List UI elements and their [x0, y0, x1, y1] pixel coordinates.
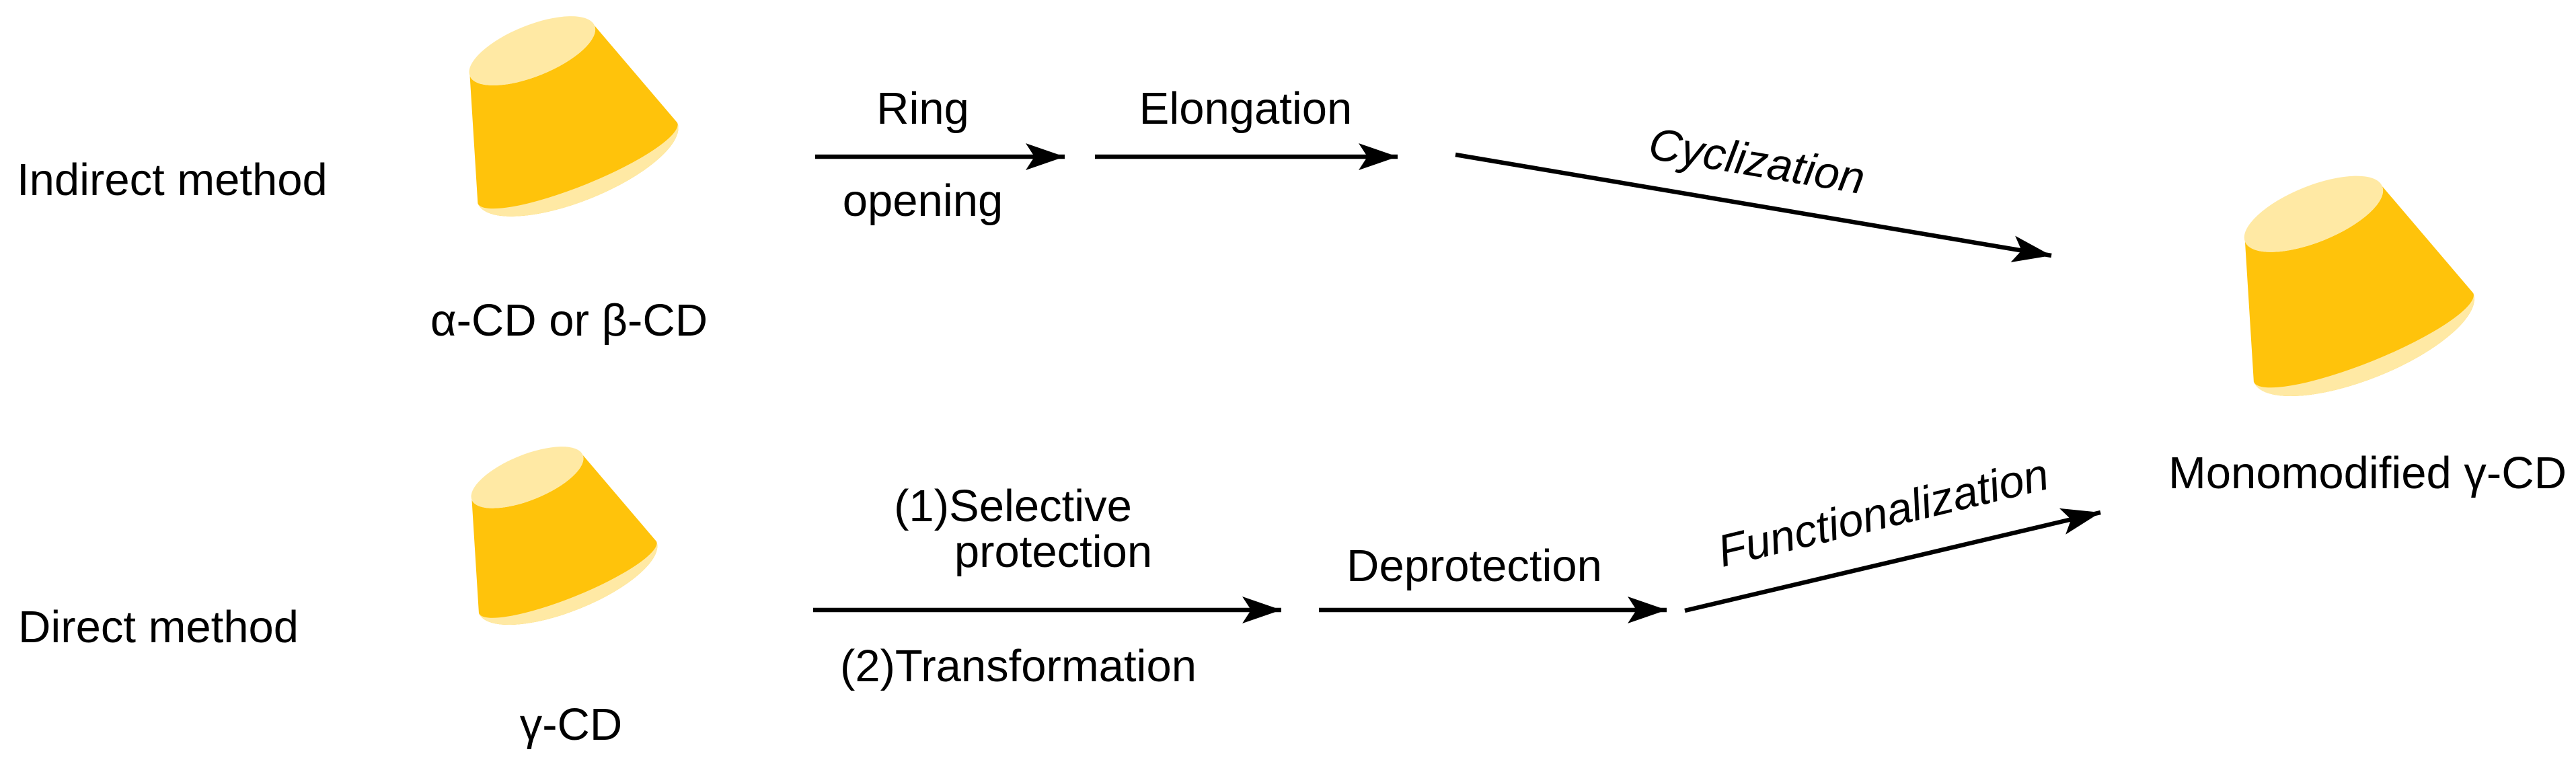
- elongation-label: Elongation: [1139, 83, 1353, 135]
- gamma-cyclodextrin-cone-icon: [430, 420, 669, 645]
- ring-opening-label-line1: Ring: [876, 83, 969, 135]
- gamma-cd-label: γ-CD: [519, 699, 623, 751]
- monomodified-cyclodextrin-cone-icon: [2193, 143, 2489, 420]
- indirect-method-label: Indirect method: [17, 155, 328, 206]
- ring-opening-label-line2: opening: [842, 176, 1003, 227]
- deprotection-label: Deprotection: [1347, 541, 1602, 592]
- cyclization-arrow: [1455, 152, 2052, 263]
- functionalization-arrow: [1684, 508, 2101, 613]
- direct-method-label: Direct method: [18, 602, 299, 653]
- alpha-beta-cd-label: α-CD or β-CD: [430, 295, 708, 346]
- selective-protection-label-line2: protection: [954, 527, 1153, 578]
- selective-protection-label-line1: (1)Selective: [894, 481, 1132, 532]
- transformation-label: (2)Transformation: [840, 641, 1197, 692]
- monomodified-gamma-cd-label: Monomodified γ-CD: [2168, 448, 2567, 499]
- alpha-beta-cyclodextrin-cone-icon: [422, 0, 692, 239]
